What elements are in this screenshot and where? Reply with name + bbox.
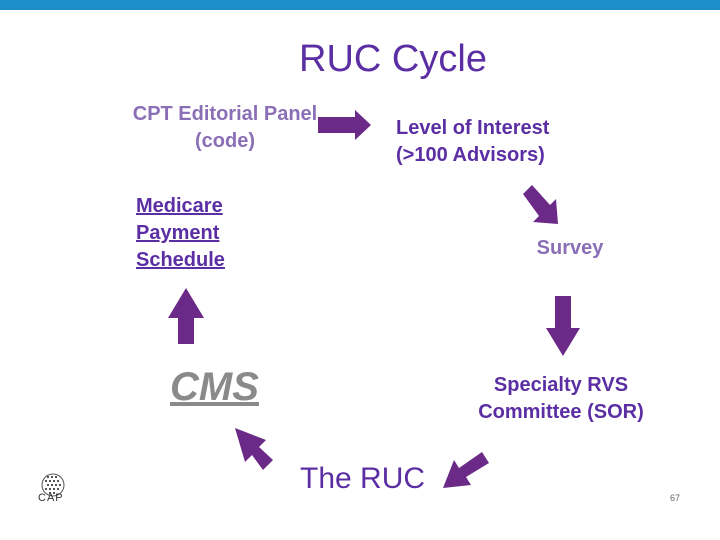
node-specialty-rvs-committee: Specialty RVS Committee (SOR) <box>478 374 644 423</box>
arrow-right-icon <box>318 110 371 140</box>
arrow-down-right-icon <box>523 185 558 224</box>
arrow-up-left-icon <box>235 428 273 470</box>
node-survey: Survey <box>536 237 604 259</box>
arrow-up-icon <box>168 288 204 344</box>
page-number: 67 <box>669 493 680 503</box>
arrow-down-left-icon <box>443 452 489 488</box>
cap-logo-text: CAP <box>38 492 64 504</box>
node-the-ruc: The RUC <box>300 462 426 495</box>
top-accent-bar <box>0 0 720 10</box>
node-level-of-interest: Level of Interest (>100 Advisors) <box>396 117 550 166</box>
node-medicare-payment-schedule: Medicare Payment Schedule <box>136 195 225 271</box>
slide-title: RUC Cycle <box>299 38 487 80</box>
node-cpt-editorial-panel: CPT Editorial Panel (code) <box>132 103 318 152</box>
arrow-down-icon <box>546 296 580 356</box>
node-cms: CMS <box>170 365 259 409</box>
cap-logo-icon <box>41 473 65 497</box>
